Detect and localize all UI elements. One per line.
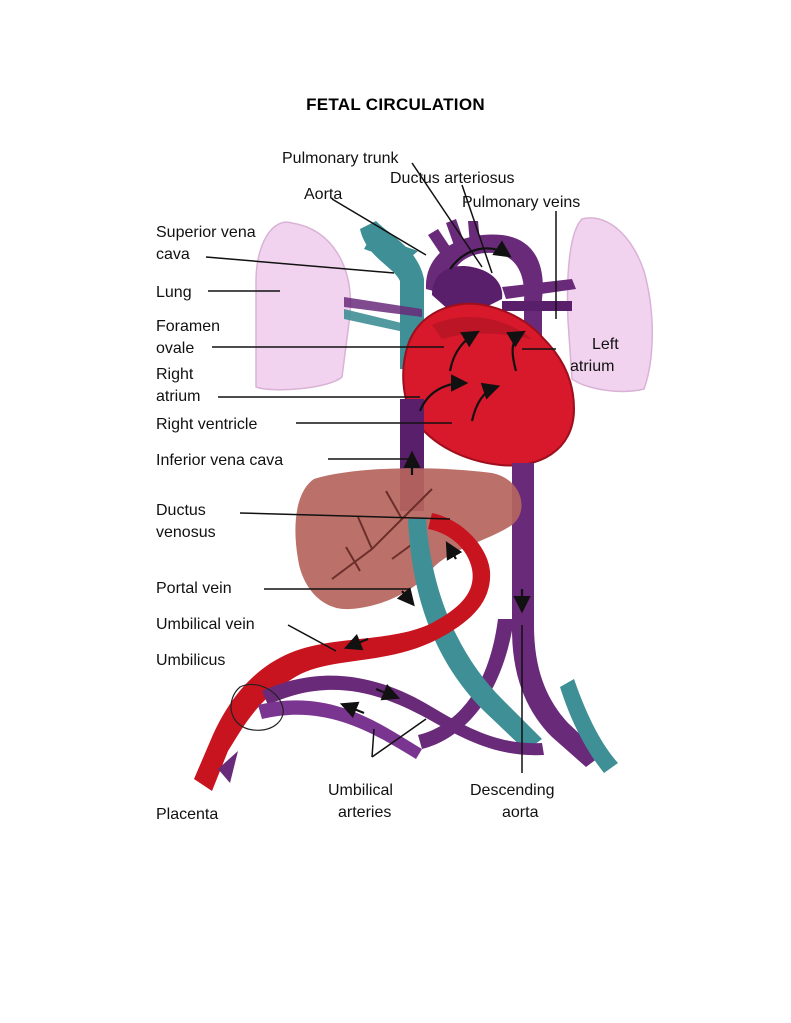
- label-lung: Lung: [156, 284, 192, 301]
- great-vessel-1: [428, 229, 454, 259]
- right-lung-shape: [566, 217, 653, 393]
- label-pulmonary-trunk: Pulmonary trunk: [282, 150, 399, 167]
- iliac-teal-shape: [560, 679, 618, 773]
- label-umbilical-arteries-1: Umbilical: [328, 782, 393, 799]
- label-right-atrium-1: Right: [156, 366, 194, 383]
- label-portal-vein: Portal vein: [156, 580, 232, 597]
- descending-aorta-left-branch: [418, 619, 514, 749]
- liver-vessels: [331, 488, 433, 580]
- label-umbilical-arteries-2: arteries: [338, 804, 391, 821]
- leader-lines: [205, 162, 557, 773]
- upper-lung-vessel-shape-2: [344, 309, 418, 335]
- umbilicus-ring: [230, 683, 284, 731]
- label-superior-vena-cava-1: Superior vena: [156, 224, 256, 241]
- label-foramen-ovale-2: ovale: [156, 340, 194, 357]
- label-descending-aorta-2: aorta: [502, 804, 539, 821]
- label-inferior-vena-cava: Inferior vena cava: [156, 452, 283, 469]
- label-aorta: Aorta: [304, 186, 342, 203]
- label-left-atrium-2: atrium: [570, 358, 614, 375]
- label-superior-vena-cava-2: cava: [156, 246, 190, 263]
- label-umbilicus: Umbilicus: [156, 652, 225, 669]
- subclavian-vein-shape: [364, 235, 418, 263]
- diagram-svg: Pulmonary trunk Ductus arteriosus Aorta …: [156, 150, 653, 823]
- left-lung-shape: [255, 221, 352, 391]
- label-right-atrium-2: atrium: [156, 388, 200, 405]
- pulmonary-vein-right-shape: [502, 279, 576, 299]
- label-left-atrium-1: Left: [592, 336, 619, 353]
- liver-shape: [295, 468, 522, 610]
- umbilical-artery-1: [262, 675, 544, 756]
- label-ductus-venosus-1: Ductus: [156, 502, 206, 519]
- label-right-ventricle: Right ventricle: [156, 416, 257, 433]
- great-vessel-2: [446, 219, 466, 251]
- descending-aorta-shape: [512, 463, 602, 767]
- pulmonary-vein-right-shape-2: [502, 301, 572, 311]
- flow-arrows: [339, 240, 531, 719]
- pulmonary-trunk-shape: [432, 266, 503, 311]
- label-ductus-arteriosus: Ductus arteriosus: [390, 170, 515, 187]
- upper-lung-vessel-shape: [344, 297, 422, 317]
- label-foramen-ovale-1: Foramen: [156, 318, 220, 335]
- label-descending-aorta-1: Descending: [470, 782, 555, 799]
- label-placenta: Placenta: [156, 806, 218, 823]
- page-title: FETAL CIRCULATION: [306, 95, 485, 114]
- aortic-arch-shape: [425, 234, 543, 359]
- cord-twist: [218, 751, 238, 783]
- fetal-circulation-diagram: Pulmonary trunk Ductus arteriosus Aorta …: [132, 139, 660, 827]
- label-ductus-venosus-2: venosus: [156, 524, 216, 541]
- umbilical-vein-shape: [194, 513, 491, 791]
- label-pulmonary-veins: Pulmonary veins: [462, 194, 580, 211]
- label-umbilical-vein: Umbilical vein: [156, 616, 255, 633]
